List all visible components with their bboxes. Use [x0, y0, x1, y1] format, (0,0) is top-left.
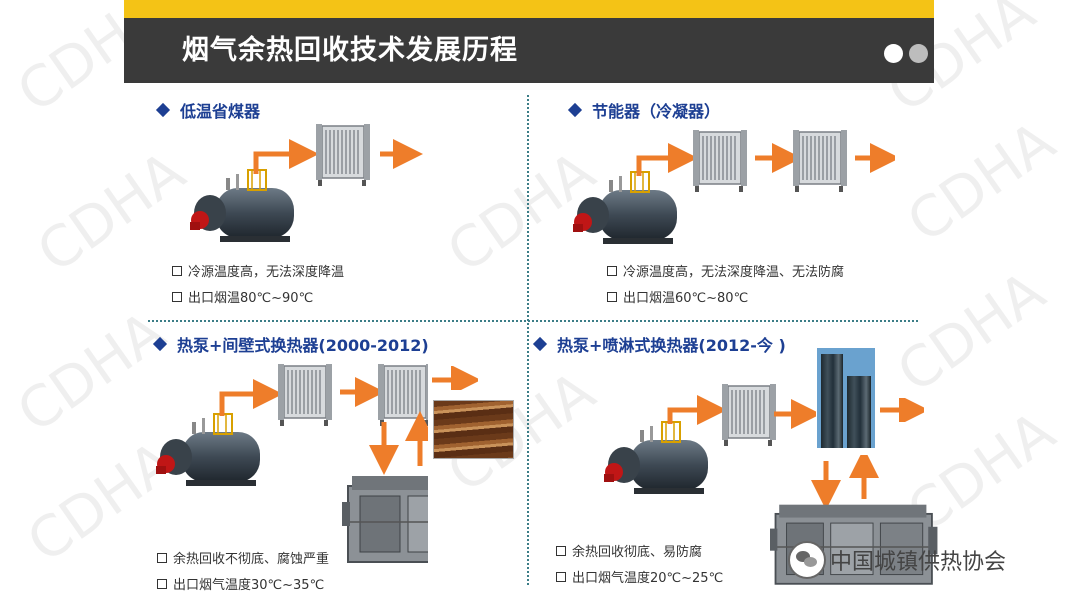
nav-dot [909, 44, 928, 63]
accent-bar [124, 0, 934, 18]
heat-pump-spray-diagram [603, 383, 816, 495]
outlet-arrow [880, 398, 924, 422]
bullet-item: 冷源温度高，无法深度降温、无法防腐 [607, 261, 844, 280]
section-title: 低温省煤器 [155, 98, 260, 122]
bullet-item: 出口烟温80℃~90℃ [172, 287, 313, 306]
horizontal-divider [148, 320, 918, 322]
wechat-icon [788, 541, 826, 579]
section-title: 热泵+喷淋式换热器(2012-今 ) [532, 332, 786, 356]
watermark: CDHA [886, 259, 1057, 406]
spray-tower-image [817, 348, 875, 448]
bullet-item: 出口烟温60℃~80℃ [607, 287, 748, 306]
diamond-bullet-icon [152, 336, 168, 352]
economizer-diagram [189, 123, 423, 243]
bullet-item: 余热回收不彻底、腐蚀严重 [157, 548, 329, 567]
outlet-arrow [432, 366, 478, 390]
corroded-pipe-image [433, 400, 514, 459]
bullet-item: 出口烟气温度30℃~35℃ [157, 574, 324, 593]
watermark: CDHA [26, 139, 197, 286]
watermark: CDHA [896, 109, 1067, 256]
title-banner [124, 18, 934, 83]
bullet-item: 出口烟气温度20℃~25℃ [556, 567, 723, 586]
nav-dot [884, 44, 903, 63]
section-title: 热泵+间壁式换热器(2000-2012) [152, 332, 429, 356]
heat-pump-unit [770, 455, 939, 585]
diamond-bullet-icon [532, 336, 548, 352]
diamond-bullet-icon [567, 102, 583, 118]
page-title: 烟气余热回收技术发展历程 [182, 35, 518, 66]
bullet-item: 冷源温度高，无法深度降温 [172, 261, 344, 280]
section-title: 节能器（冷凝器） [567, 98, 720, 122]
diamond-bullet-icon [155, 102, 171, 118]
heat-pump-indirect-diagram [155, 363, 428, 563]
vertical-divider [527, 95, 529, 585]
bullet-item: 余热回收彻底、易防腐 [556, 541, 702, 560]
condenser-diagram [572, 129, 895, 245]
brand-name: 中国城镇供热协会 [830, 550, 1007, 575]
